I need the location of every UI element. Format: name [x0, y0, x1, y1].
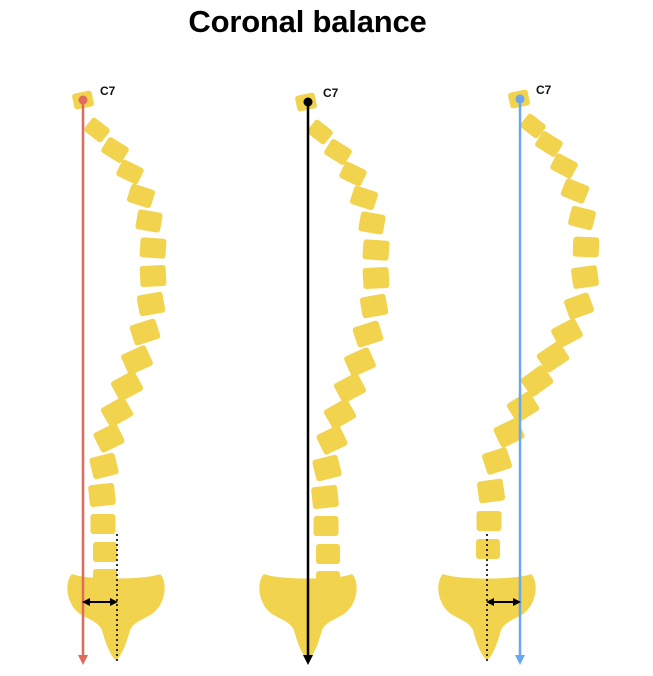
vertebra [520, 365, 554, 397]
vertebra [93, 423, 125, 453]
vertebra [139, 264, 167, 288]
vertebra [568, 205, 596, 231]
vertebra [323, 398, 357, 430]
vertebra [89, 452, 119, 480]
vertebra [316, 425, 348, 455]
vertebra [344, 347, 376, 377]
vertebra [110, 371, 144, 401]
vertebra [126, 183, 156, 209]
vertebra [551, 318, 583, 348]
vertebra [311, 484, 339, 510]
vertebra [90, 514, 116, 534]
vertebra [316, 544, 340, 564]
c7-plumb-dot [515, 94, 525, 104]
c7-plumb-dot [303, 97, 313, 107]
diagram-title: Coronal balance [188, 4, 427, 39]
vertebra [84, 117, 110, 143]
vertebra [506, 391, 540, 423]
vertebra [535, 131, 563, 157]
vertebra [324, 139, 352, 165]
spine-panel-left: C7 [67, 84, 167, 665]
c7-label: C7 [536, 83, 552, 97]
vertebra [339, 161, 367, 187]
vertebra [93, 542, 117, 562]
spine-panel-right: C7 [438, 83, 600, 665]
vertebra [550, 153, 578, 179]
sacrum [67, 574, 165, 660]
vertebra [476, 539, 500, 559]
vertebra [536, 341, 570, 373]
vertebra [571, 265, 599, 289]
vertebra [135, 209, 163, 233]
vertebra [362, 239, 390, 261]
vertebra [136, 291, 166, 317]
vertebra [476, 478, 506, 504]
vertebra [560, 178, 590, 204]
sacrum [438, 574, 536, 660]
vertebra [116, 159, 144, 185]
c7-label: C7 [323, 86, 339, 100]
spine-panel-center: C7 [259, 86, 390, 665]
vertebra [564, 292, 594, 320]
vertebra [359, 293, 389, 319]
vertebra [476, 511, 502, 531]
vertebra [349, 185, 379, 211]
vertebra [121, 345, 153, 375]
vertebra [572, 236, 600, 258]
vertebra [362, 266, 390, 290]
vertebra [100, 396, 134, 428]
vertebra [139, 237, 167, 259]
vertebra [313, 516, 339, 536]
vertebra [333, 373, 367, 403]
c7-label: C7 [100, 84, 116, 98]
vertebra [129, 318, 161, 346]
c7-plumb-dot [78, 95, 88, 105]
vertebra [482, 447, 512, 475]
vertebra [307, 119, 333, 145]
vertebra [352, 320, 384, 348]
vertebra [358, 211, 386, 235]
vertebra [312, 454, 342, 482]
vertebra [101, 137, 129, 163]
vertebra [493, 418, 525, 448]
vertebra [88, 482, 116, 508]
vertebra [520, 113, 546, 139]
